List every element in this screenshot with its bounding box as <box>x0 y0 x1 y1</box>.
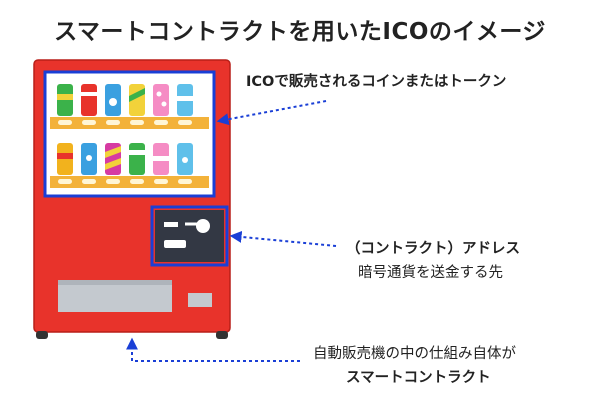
bill-slot <box>164 240 186 248</box>
bottle-icon <box>153 143 169 175</box>
bottle-row-bottom <box>57 143 193 175</box>
machine-foot-right <box>216 331 228 339</box>
vending-machine <box>33 59 231 339</box>
takeout-tray <box>58 280 172 312</box>
bottle-icon <box>153 84 169 116</box>
bottle-icon <box>129 84 145 116</box>
token-label: ICOで販売されるコインまたはトークン <box>246 74 507 90</box>
bottle-icon <box>57 84 73 116</box>
address-highlight-box <box>150 205 229 267</box>
machine-foot-left <box>36 331 48 339</box>
dotted-arrow-icon <box>216 100 327 126</box>
bottle-icon <box>105 143 121 175</box>
dotted-arrow-icon <box>126 337 300 362</box>
bottle-icon <box>177 84 193 116</box>
takeout-tray-edge <box>58 280 172 285</box>
bottle-icon <box>81 84 97 116</box>
bottle-icon <box>105 84 121 116</box>
coin-knob <box>196 219 210 233</box>
contract-sublabel: スマートコントラクト <box>346 370 491 386</box>
token-highlight-box <box>43 70 216 198</box>
shelf-buttons-top <box>58 120 192 125</box>
dotted-arrow-icon <box>229 230 337 247</box>
coin-return-slot <box>188 293 212 307</box>
page-title: スマートコントラクトを用いたICOのイメージ <box>54 19 546 45</box>
bottle-icon <box>177 143 193 175</box>
coin-panel <box>155 210 224 262</box>
address-label: （コントラクト）アドレス <box>346 241 520 257</box>
bottle-icon <box>81 143 97 175</box>
bottle-row-top <box>57 84 193 116</box>
shelf-buttons-bottom <box>58 179 192 184</box>
address-sublabel: 暗号通貨を送金する先 <box>358 265 503 281</box>
coin-slot <box>164 222 178 227</box>
contract-label: 自動販売機の中の仕組み自体が <box>313 346 516 362</box>
bottle-icon <box>129 143 145 175</box>
bottle-icon <box>57 143 73 175</box>
